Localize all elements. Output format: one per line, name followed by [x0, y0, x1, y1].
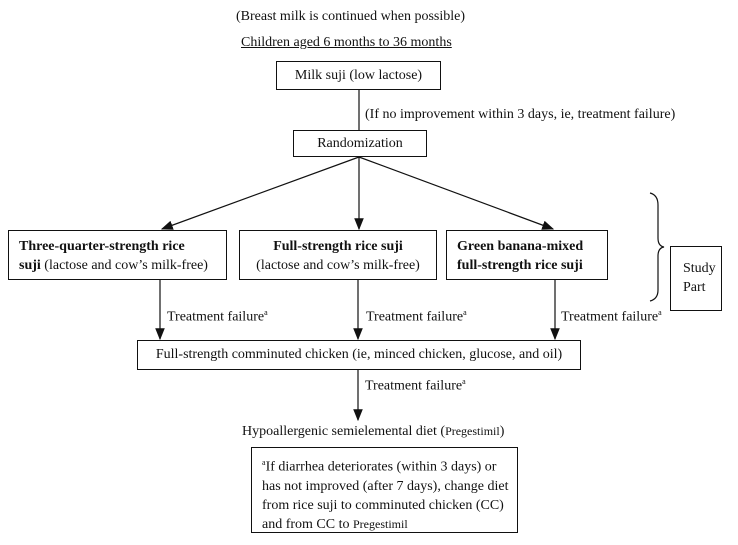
treatment-failure-label-2: Treatment failurea: [366, 308, 467, 325]
arm3-title: Green banana-mixed: [457, 239, 584, 254]
arm1-title-2: suji: [19, 258, 41, 273]
hypoallergenic-diet-label: Hypoallergenic semielemental diet (Prege…: [242, 424, 505, 439]
breast-milk-note: (Breast milk is continued when possible): [236, 9, 466, 24]
randomization-box: Randomization: [293, 130, 427, 157]
milk-suji-label: Milk suji (low lactose): [294, 67, 423, 83]
footnote-pregestimil: Pregestimil: [353, 516, 408, 531]
milk-suji-box: Milk suji (low lactose): [276, 61, 441, 90]
study-part-label: Study Part: [683, 261, 716, 295]
study-part-box: Study Part: [670, 246, 722, 311]
arm3-box: Green banana-mixed full-strength rice su…: [446, 230, 608, 280]
population-heading: Children aged 6 months to 36 months: [241, 35, 452, 50]
arm1-title: Three-quarter-strength rice: [19, 239, 185, 254]
arm2-title: Full-strength rice suji: [273, 239, 403, 254]
treatment-failure-label-3: Treatment failurea: [561, 308, 662, 325]
arrow-to-arm3: [358, 156, 555, 230]
arrow-to-arm1: [160, 156, 360, 230]
no-improvement-label: (If no improvement within 3 days, ie, tr…: [365, 107, 676, 122]
footnote-text: If diarrhea deteriorates (within 3 days)…: [262, 459, 509, 532]
chicken-box: Full-strength comminuted chicken (ie, mi…: [137, 340, 581, 370]
footnote-box: aIf diarrhea deteriorates (within 3 days…: [251, 447, 518, 533]
treatment-failure-label-4: Treatment failurea: [365, 377, 466, 394]
brace: [649, 192, 665, 302]
arm3-title-2: full-strength rice suji: [457, 258, 583, 273]
arm2-detail: (lactose and cow’s milk-free): [256, 258, 420, 273]
treatment-failure-label-1: Treatment failurea: [167, 308, 268, 325]
arm2-box: Full-strength rice suji (lactose and cow…: [239, 230, 437, 280]
arm1-detail: (lactose and cow’s milk-free): [40, 258, 208, 273]
arm1-box: Three-quarter-strength rice suji (lactos…: [8, 230, 227, 280]
footnote-mark: a: [262, 458, 266, 467]
randomization-label: Randomization: [317, 135, 403, 151]
chicken-label: Full-strength comminuted chicken (ie, mi…: [155, 347, 563, 362]
